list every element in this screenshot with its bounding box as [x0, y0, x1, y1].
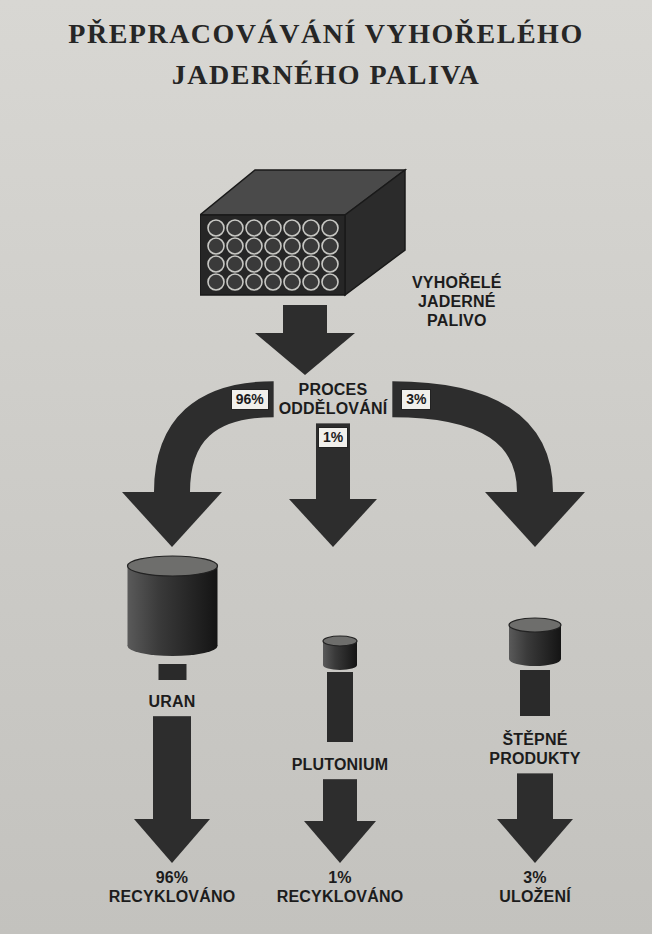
fuel-assembly-drawing [200, 165, 410, 300]
container-bar [158, 664, 186, 680]
flow-arrow [134, 716, 210, 863]
process-step: PROCES ODDĚLOVÁNÍ [279, 380, 388, 418]
uranium-container: URAN [105, 552, 240, 711]
assembly-side-face [345, 170, 405, 295]
arrow-head [255, 333, 355, 375]
fuel-rod [208, 274, 224, 290]
assembly-front-face [200, 215, 345, 295]
fuel-rod [208, 238, 224, 254]
container-bar [520, 670, 550, 716]
cylinder-top [323, 636, 357, 646]
cylinder-top [509, 618, 561, 632]
fuel-rod [265, 238, 281, 254]
flow-arrow [255, 305, 355, 375]
fuel-rod [303, 256, 319, 272]
fuel-rod [284, 274, 300, 290]
node-label: 96% RECYKLOVÁNO [109, 868, 236, 906]
fuel-rod [246, 238, 262, 254]
cylinder-bottom [323, 660, 357, 670]
arrow-head [134, 819, 210, 863]
cylinder-bottom [127, 636, 217, 656]
fuel-rod [322, 238, 338, 254]
fuel-rod [322, 256, 338, 272]
arrow-head [122, 492, 222, 547]
container-bar [327, 672, 353, 742]
container-drawing [105, 552, 240, 692]
percentage-tag: 3% [401, 389, 431, 410]
fuel-rod [265, 274, 281, 290]
flow-arrow [289, 423, 377, 547]
outcome-label: 3% ULOŽENÍ [499, 868, 571, 906]
flow-arrow [497, 773, 573, 863]
fission-products-container: ŠTĚPNÉ PRODUKTY [470, 552, 600, 768]
node-label: URAN [148, 692, 195, 711]
fuel-rod [246, 274, 262, 290]
outcome-label: 96% RECYKLOVÁNO [109, 868, 236, 906]
fuel-rod [246, 256, 262, 272]
arrow-shaft [316, 423, 350, 499]
diagram-title: PŘEPRACOVÁVÁNÍ VYHOŘELÉHO JADERNÉHO PALI… [26, 14, 626, 95]
fuel-rod [284, 220, 300, 236]
fuel-rod [284, 238, 300, 254]
node-label: 3% ULOŽENÍ [499, 868, 571, 906]
fuel-rod [303, 274, 319, 290]
percentage-tag: 1% [318, 427, 348, 448]
fuel-rod [208, 220, 224, 236]
arrow-shaft [323, 779, 357, 821]
container-drawing [280, 552, 400, 755]
plutonium-container: PLUTONIUM [280, 552, 400, 774]
arrow-shaft [517, 773, 553, 819]
arrow-shaft [172, 399, 274, 492]
fuel-rod [265, 256, 281, 272]
cylinder-bottom [509, 652, 561, 666]
container-drawing [470, 552, 600, 730]
spent-fuel-assembly: VYHOŘELÉ JADERNÉ PALIVO [200, 165, 410, 300]
node-label: VYHOŘELÉ JADERNÉ PALIVO [412, 273, 502, 331]
fuel-rod [227, 274, 243, 290]
arrow-shaft [392, 399, 535, 492]
fuel-rod [246, 220, 262, 236]
fuel-rod [208, 256, 224, 272]
cylinder-body [127, 566, 217, 646]
node-label: ŠTĚPNÉ PRODUKTY [489, 730, 580, 768]
fuel-rod [284, 256, 300, 272]
arrow-head [497, 819, 573, 863]
fuel-rod [303, 238, 319, 254]
fuel-rod [322, 274, 338, 290]
arrow-shaft [283, 305, 327, 333]
fuel-rod [322, 220, 338, 236]
flow-arrow [392, 399, 585, 547]
node-label: 1% RECYKLOVÁNO [277, 868, 404, 906]
outcome-label: 1% RECYKLOVÁNO [277, 868, 404, 906]
fuel-rod [227, 238, 243, 254]
fuel-rod [227, 256, 243, 272]
cylinder-top [127, 556, 217, 576]
fuel-rod [227, 220, 243, 236]
fuel-rod [265, 220, 281, 236]
fuel-rod [303, 220, 319, 236]
arrow-head [485, 492, 585, 547]
arrow-shaft [153, 716, 191, 819]
node-label: PLUTONIUM [292, 755, 389, 774]
node-label: PROCES ODDĚLOVÁNÍ [279, 380, 388, 418]
percentage-tag: 96% [231, 389, 269, 410]
flow-arrow [122, 399, 274, 547]
flow-arrow [304, 779, 376, 863]
arrow-head [289, 499, 377, 547]
arrow-head [304, 821, 376, 863]
